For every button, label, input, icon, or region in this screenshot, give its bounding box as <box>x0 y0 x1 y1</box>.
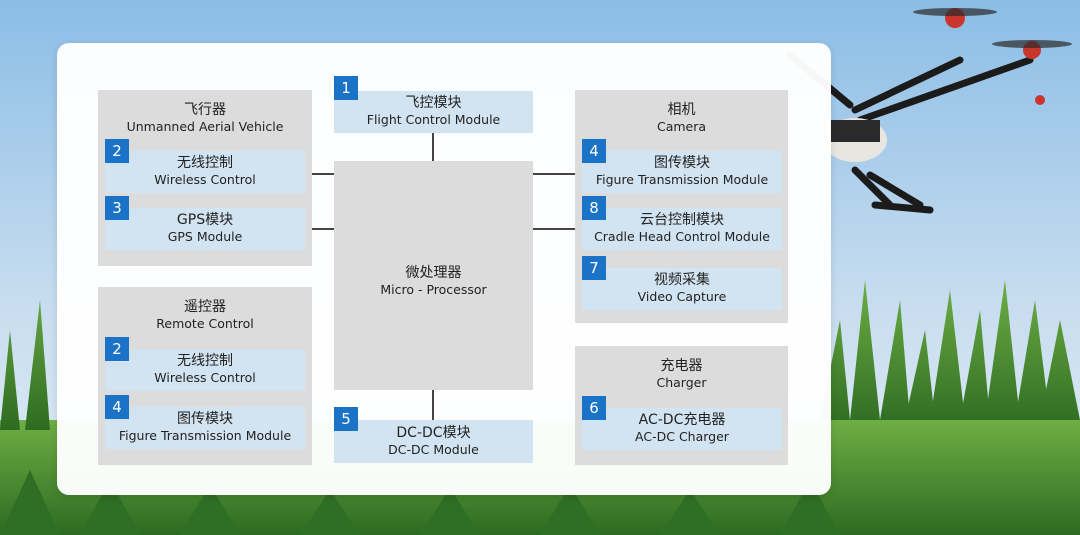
group-title: 遥控器 Remote Control <box>156 299 254 331</box>
connector-wireless-to-processor <box>304 173 334 175</box>
module-number-badge: 4 <box>105 395 129 419</box>
drone-body <box>823 8 1072 162</box>
system-block-diagram: 飞控模块 Flight Control Module 1 飞行器 Unmanne… <box>57 43 831 495</box>
connector-gps-to-processor <box>304 228 334 230</box>
module-number-badge: 2 <box>105 139 129 163</box>
camera-group: 相机 Camera 图传模块 Figure Transmission Modul… <box>575 90 788 323</box>
group-title: 相机 Camera <box>656 102 707 134</box>
module-number-badge: 3 <box>105 196 129 220</box>
dcdc-module: DC-DC模块 DC-DC Module <box>334 420 533 463</box>
module-en-label: Flight Control Module <box>366 112 501 127</box>
uav-group: 飞行器 Unmanned Aerial Vehicle 无线控制 Wireles… <box>98 90 312 266</box>
ac-dc-charger-module: AC-DC充电器 AC-DC Charger <box>582 408 782 450</box>
module-number-badge: 6 <box>582 396 606 420</box>
group-title: 飞行器 Unmanned Aerial Vehicle <box>126 102 284 134</box>
module-number-badge: 2 <box>105 337 129 361</box>
camera-figure-transmission-module: 图传模块 Figure Transmission Module <box>582 151 782 193</box>
uav-gps-module: GPS模块 GPS Module <box>105 208 305 250</box>
connector-flight-to-processor <box>432 133 434 161</box>
connector-processor-to-figure <box>533 173 575 175</box>
flight-control-module: 飞控模块 Flight Control Module <box>334 91 533 133</box>
module-number-badge: 4 <box>582 139 606 163</box>
connector-processor-to-cradle <box>533 228 575 230</box>
group-title: 充电器 Charger <box>656 358 707 390</box>
connector-processor-to-dcdc <box>432 390 434 420</box>
charger-group: 充电器 Charger AC-DC充电器 AC-DC Charger 6 <box>575 346 788 465</box>
camera-cradle-head-control-module: 云台控制模块 Cradle Head Control Module <box>582 208 782 250</box>
remote-wireless-control-module: 无线控制 Wireless Control <box>105 349 305 391</box>
module-number-badge: 8 <box>582 196 606 220</box>
module-cn-label: 飞控模块 <box>405 95 462 111</box>
module-number-badge: 1 <box>334 76 358 100</box>
remote-figure-transmission-module: 图传模块 Figure Transmission Module <box>105 407 305 449</box>
uav-wireless-control-module: 无线控制 Wireless Control <box>105 151 305 193</box>
remote-control-group: 遥控器 Remote Control 无线控制 Wireless Control… <box>98 287 312 465</box>
camera-video-capture-module: 视频采集 Video Capture <box>582 268 782 310</box>
micro-processor-block: 微处理器 Micro - Processor <box>334 161 533 390</box>
module-number-badge: 7 <box>582 256 606 280</box>
module-number-badge: 5 <box>334 407 358 431</box>
